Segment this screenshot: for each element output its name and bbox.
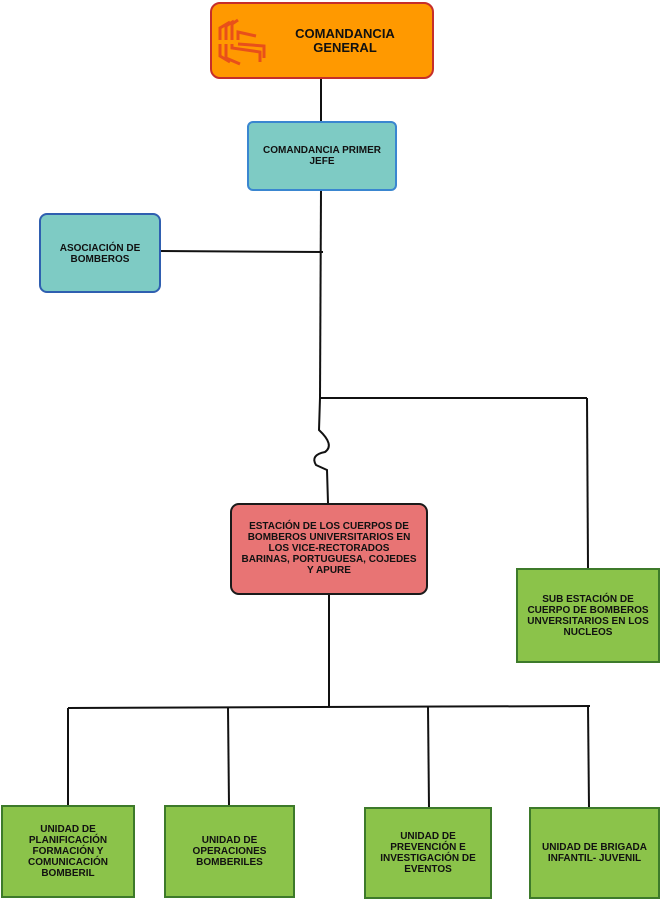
node-unidad-brigada-infantil: UNIDAD DE BRIGADA INFANTIL- JUVENIL: [529, 807, 660, 899]
connector-unit-4: [587, 705, 590, 808]
node-estacion-cuerpos-bomberos: ESTACIÓN DE LOS CUERPOS DE BOMBEROS UNIV…: [230, 503, 428, 595]
node-comandancia-primer-jefe: COMANDANCIA PRIMER JEFE: [247, 121, 397, 191]
node-label: COMANDANCIA GENERAL: [295, 25, 395, 55]
node-label: UNIDAD DE PLANIFICACIÓN FORMACIÓN Y COMU…: [28, 824, 108, 879]
node-label: ESTACIÓN DE LOS CUERPOS DE BOMBEROS UNIV…: [241, 521, 417, 576]
node-label: SUB ESTACIÓN DE CUERPO DE BOMBEROS UNVER…: [527, 593, 649, 638]
connector-break-squiggle: [313, 397, 330, 504]
connector-sub-down: [586, 397, 589, 569]
node-label: UNIDAD DE OPERACIONES BOMBERILES: [192, 835, 267, 868]
node-label: ASOCIACIÓN DE BOMBEROS: [59, 243, 141, 265]
node-label: COMANDANCIA PRIMER JEFE: [263, 145, 381, 167]
node-unidad-prevencion: UNIDAD DE PREVENCIÓN E INVESTIGACIÓN DE …: [364, 807, 492, 899]
connector-jefe-trunk: [319, 189, 322, 399]
node-label: UNIDAD DE BRIGADA INFANTIL- JUVENIL: [542, 842, 647, 864]
node-sub-estacion: SUB ESTACIÓN DE CUERPO DE BOMBEROS UNVER…: [516, 568, 660, 663]
node-label: UNIDAD DE PREVENCIÓN E INVESTIGACIÓN DE …: [380, 831, 476, 875]
connector-asociacion: [159, 250, 324, 253]
node-comandancia-general: COMANDANCIA GENERAL: [210, 2, 434, 79]
logo-icon: [218, 18, 266, 66]
connector-unit-3: [427, 706, 430, 808]
node-unidad-planificacion: UNIDAD DE PLANIFICACIÓN FORMACIÓN Y COMU…: [1, 805, 135, 898]
connector-unit-2: [227, 707, 230, 806]
node-unidad-operaciones: UNIDAD DE OPERACIONES BOMBERILES: [164, 805, 295, 898]
node-asociacion-bomberos: ASOCIACIÓN DE BOMBEROS: [39, 213, 161, 293]
connector-units-bar: [67, 705, 591, 709]
